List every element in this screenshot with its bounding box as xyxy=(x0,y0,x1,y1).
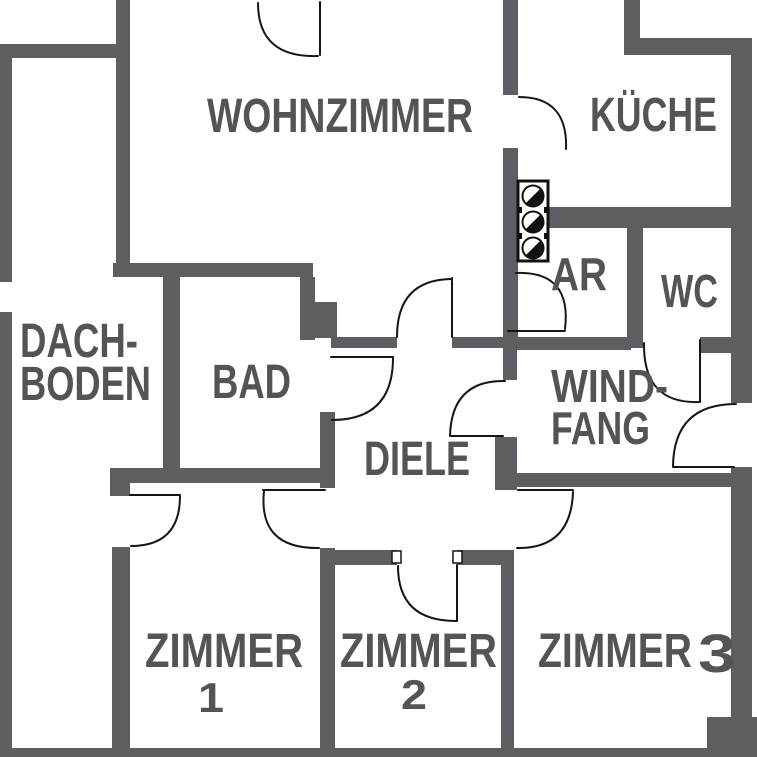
room-label-zimmer2-number: 2 xyxy=(401,671,427,718)
chimney-tick xyxy=(518,233,522,239)
door-swing-arc xyxy=(396,278,452,338)
wall xyxy=(457,550,513,565)
door-swing-arc xyxy=(331,357,394,421)
wall xyxy=(700,337,752,353)
room-label-dachboden-line1: DACH- xyxy=(20,315,138,368)
room-label-diele: DIELE xyxy=(364,433,470,486)
door-swing-arc xyxy=(642,342,700,404)
wall xyxy=(503,148,518,340)
wall xyxy=(163,275,180,483)
wall xyxy=(503,0,518,95)
wall xyxy=(501,550,514,748)
wall xyxy=(624,38,752,55)
room-label-wohnzimmer: WOHNZIMMER xyxy=(207,90,473,143)
wall xyxy=(507,473,733,487)
wall xyxy=(110,468,130,496)
door-swing-arc xyxy=(449,379,506,436)
wall xyxy=(546,207,752,228)
wall-right xyxy=(731,467,752,717)
wall xyxy=(452,337,507,348)
wall xyxy=(503,337,631,350)
door-jamb xyxy=(452,550,463,564)
room-label-ar: AR xyxy=(551,248,607,300)
door-swing-arc xyxy=(518,96,568,150)
room-label-zimmer3-number: 3 xyxy=(698,624,736,684)
door-swing-arc xyxy=(257,2,319,58)
wall-corner-block xyxy=(707,717,757,757)
wall xyxy=(335,550,397,565)
door-swing-arc xyxy=(516,491,574,550)
wall xyxy=(113,263,313,277)
door-jamb xyxy=(391,550,402,564)
flue-half xyxy=(525,240,543,258)
room-label-zimmer2: ZIMMER xyxy=(340,625,497,678)
flue-half xyxy=(525,214,543,232)
wall xyxy=(503,350,517,380)
room-label-wc: WC xyxy=(661,265,718,317)
wall-bottom xyxy=(0,748,757,757)
wall xyxy=(113,468,325,483)
room-label-dachboden-line2: BODEN xyxy=(20,358,151,411)
wall xyxy=(627,228,643,348)
door-swing-arc xyxy=(672,403,737,467)
door-swing-arc xyxy=(262,490,320,550)
room-label-kueche: KÜCHE xyxy=(590,89,717,142)
wall xyxy=(0,312,12,757)
wall xyxy=(0,44,116,58)
door-swing-arc xyxy=(515,271,567,330)
chimney-tick xyxy=(518,207,522,213)
room-label-bad: BAD xyxy=(212,356,291,409)
chimney-tick xyxy=(544,207,548,213)
wall xyxy=(624,0,640,44)
wall xyxy=(112,547,130,748)
wall xyxy=(0,44,12,282)
door-arcs xyxy=(129,1,737,622)
wall-right xyxy=(731,38,752,210)
door-swing-arc xyxy=(397,565,457,622)
chimney-tick xyxy=(544,233,548,239)
wall xyxy=(320,548,335,748)
room-label-zimmer1-number: 1 xyxy=(198,674,224,721)
room-labels: WOHNZIMMER KÜCHE DACH- BODEN BAD AR WC W… xyxy=(20,89,736,721)
room-label-zimmer3: ZIMMER xyxy=(538,625,692,678)
wall xyxy=(315,302,337,338)
room-label-windfang-line1: WIND- xyxy=(551,360,668,412)
wall xyxy=(320,412,335,488)
wall xyxy=(116,0,130,270)
flue-half xyxy=(525,188,543,206)
room-label-zimmer1: ZIMMER xyxy=(145,625,303,678)
door-swing-arc xyxy=(130,495,181,547)
wall xyxy=(300,277,315,340)
wall xyxy=(331,337,397,348)
room-label-windfang-line2: FANG xyxy=(551,402,650,454)
wall-right xyxy=(731,228,752,403)
chimney-flue-symbol xyxy=(516,179,550,263)
